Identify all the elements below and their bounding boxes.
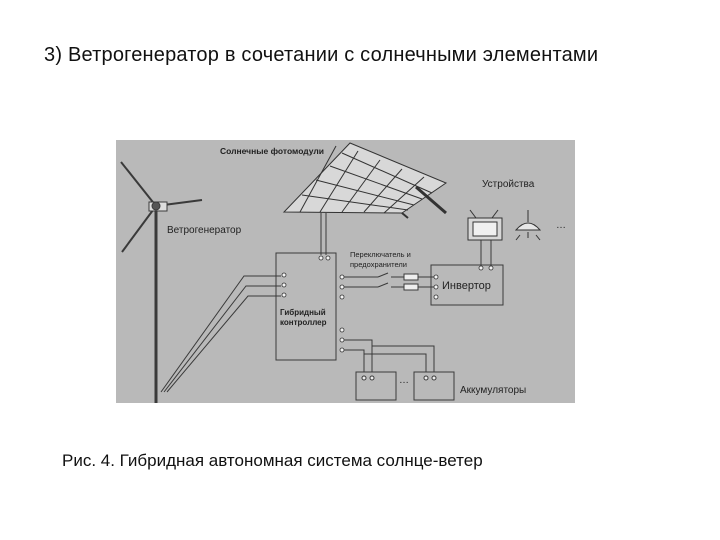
label-wind-generator: Ветрогенератор [167,225,242,236]
label-devices: Устройства [482,179,535,190]
label-controller-line2: контроллер [280,318,327,327]
hybrid-system-diagram: … … Солнечные фотомодули Устройства Ветр… [116,140,575,403]
hybrid-controller-box [275,252,337,361]
wind-wires [160,275,281,393]
label-inverter: Инвертор [442,280,491,292]
lamp-device-icon [514,210,542,241]
label-switches-line1: Переключатель и [350,250,411,259]
figure-caption: Рис. 4. Гибридная автономная система сол… [62,451,483,470]
battery-icon [413,371,455,401]
label-batteries: Аккумуляторы [460,385,526,396]
label-solar-modules: Солнечные фотомодули [220,146,324,156]
wind-turbine-icon [120,161,203,403]
inverter-box [430,264,504,306]
slide-title: 3) Ветрогенератор в сочетании с солнечны… [44,44,599,66]
battery-ellipsis: … [399,375,409,386]
more-devices-ellipsis: … [556,220,566,231]
label-switches-line2: предохранители [350,260,407,269]
switches-fuses-icon [344,272,436,291]
solar-panel-icon [282,142,448,219]
solar-wires [320,213,327,255]
label-controller-line1: Гибридный [280,308,326,317]
battery-icon [355,371,397,401]
battery-wires [344,339,435,372]
tv-device-icon [467,209,503,241]
device-wires [480,240,492,266]
